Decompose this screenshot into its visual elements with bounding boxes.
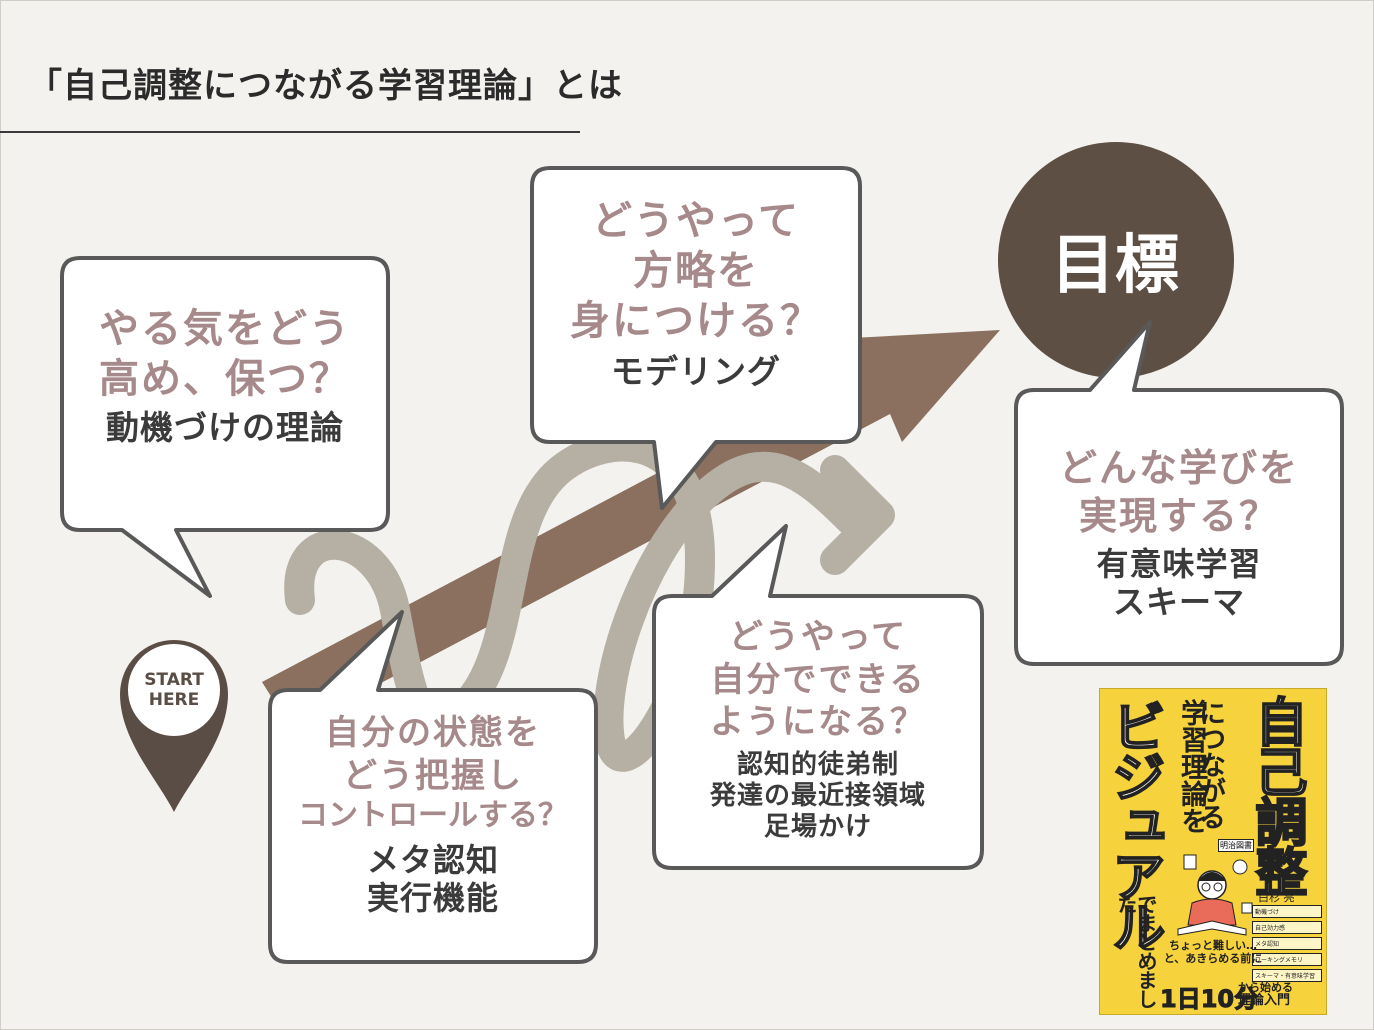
bubble-learning-question-2: 実現する？ [1078,492,1279,538]
book-badge: 1日10分 [1159,985,1259,1014]
bubble-learning-answer-1: 有意味学習 [1096,545,1262,583]
start-pin-label: START HERE [128,670,220,710]
bubble-independent-question-1: どうやって [728,617,908,657]
start-label-line2: HERE [148,690,200,710]
book-title-main: 自己調整 [1245,694,1307,896]
book-author: 白杉 亮 [1258,891,1295,904]
book-chapter-item: スキーマ・有意味学習 [1252,969,1322,982]
book-chapter-item: ワーキングメモリ [1252,953,1322,966]
reader-illustration [1177,870,1247,936]
book-publisher: 明治図書 [1218,839,1254,852]
bubble-learning-text: どんな学びを 実現する？ 有意味学習 スキーマ [1016,444,1342,622]
book-tagline: から始める 理論入門 [1238,981,1293,1007]
bubble-self-control-question-1: 自分の状態を [325,713,541,753]
bubble-independent-question-2: 自分でできる [710,659,926,700]
bubble-motivation-question-2: 高め、保つ？ [99,355,351,402]
page-title: 「自己調整につながる学習理論」とは [28,66,623,106]
start-label-line1: START [144,670,204,690]
book-title-sub2: 学習理論を [1176,699,1207,834]
goal-label: 目標 [1051,229,1179,303]
bubble-learning-answer-2: スキーマ [1112,583,1245,622]
bubble-independent-answer-2: 発達の最近接領域 [709,780,926,811]
book-tagline-line1: から始める [1238,981,1293,994]
start-pin [120,640,228,812]
book-catch-line1: ちょっと難しい… [1169,939,1257,952]
bubble-strategy-text: どうやって 方略を 身につける？ モデリング [532,196,860,392]
book-catchphrase: ちょっと難しい… と、あきらめる前に [1158,939,1268,965]
bubble-independent-answer-3: 足場かけ [763,811,872,842]
bubble-self-control-answer-1: メタ認知 [366,840,499,879]
bubble-motivation-text: やる気をどう 高め、保つ？ 動機づけの理論 [62,304,388,448]
book-title-sub1: につながる [1194,699,1225,829]
bubble-strategy-question-2: 方略を [633,247,759,294]
bubble-self-control-question-3: コントロールする？ [298,798,568,833]
book-title-tail: でまとめました [1114,894,1158,1008]
bubble-independent-answer-1: 認知的徒弟制 [736,749,899,780]
book-chapter-item: 動機づけ [1252,905,1322,918]
bubble-independent-text: どうやって 自分でできる ようになる？ 認知的徒弟制 発達の最近接領域 足場かけ [654,616,982,843]
bubble-independent [652,524,984,870]
bubble-motivation-question-1: やる気をどう [99,305,351,352]
bubble-self-control-answer-2: 実行機能 [366,878,499,917]
bubble-independent-question-3: ようになる？ [710,702,926,742]
bubble-motivation [60,256,390,598]
bubble-strategy-question-1: どうやって [592,197,800,244]
bubble-learning [1014,320,1344,666]
goal-circle [998,142,1234,378]
book-chapter-item: 自己効力感 [1252,921,1322,934]
bubble-strategy-question-3: 身につける？ [570,297,822,344]
book-chapter-list: 動機づけ 自己効力感 メタ認知 ワーキングメモリ スキーマ・有意味学習 [1252,905,1322,985]
book-title-visual: ビジュアル [1101,698,1166,950]
book-cover: 自己調整 につながる 学習理論を ビジュアル でまとめました 明治図書 白杉 亮… [1099,688,1327,1015]
bubble-learning-question-1: どんな学びを [1058,445,1299,490]
title-underline [0,131,580,133]
bubble-motivation-answer: 動機づけの理論 [106,408,344,447]
thought-doodles [1183,854,1253,914]
book-chapter-item: メタ認知 [1252,937,1322,950]
book-illustration [1177,854,1253,936]
bubble-self-control-question-2: どう把握し [343,755,523,796]
book-catch-line2: と、あきらめる前に [1163,952,1263,965]
bubble-strategy [530,166,862,510]
bubble-self-control-text: 自分の状態を どう把握し コントロールする？ メタ認知 実行機能 [270,712,596,917]
bubble-self-control [268,610,598,964]
book-tagline-line2: 理論入門 [1238,993,1291,1008]
bubble-strategy-answer: モデリング [611,352,781,391]
